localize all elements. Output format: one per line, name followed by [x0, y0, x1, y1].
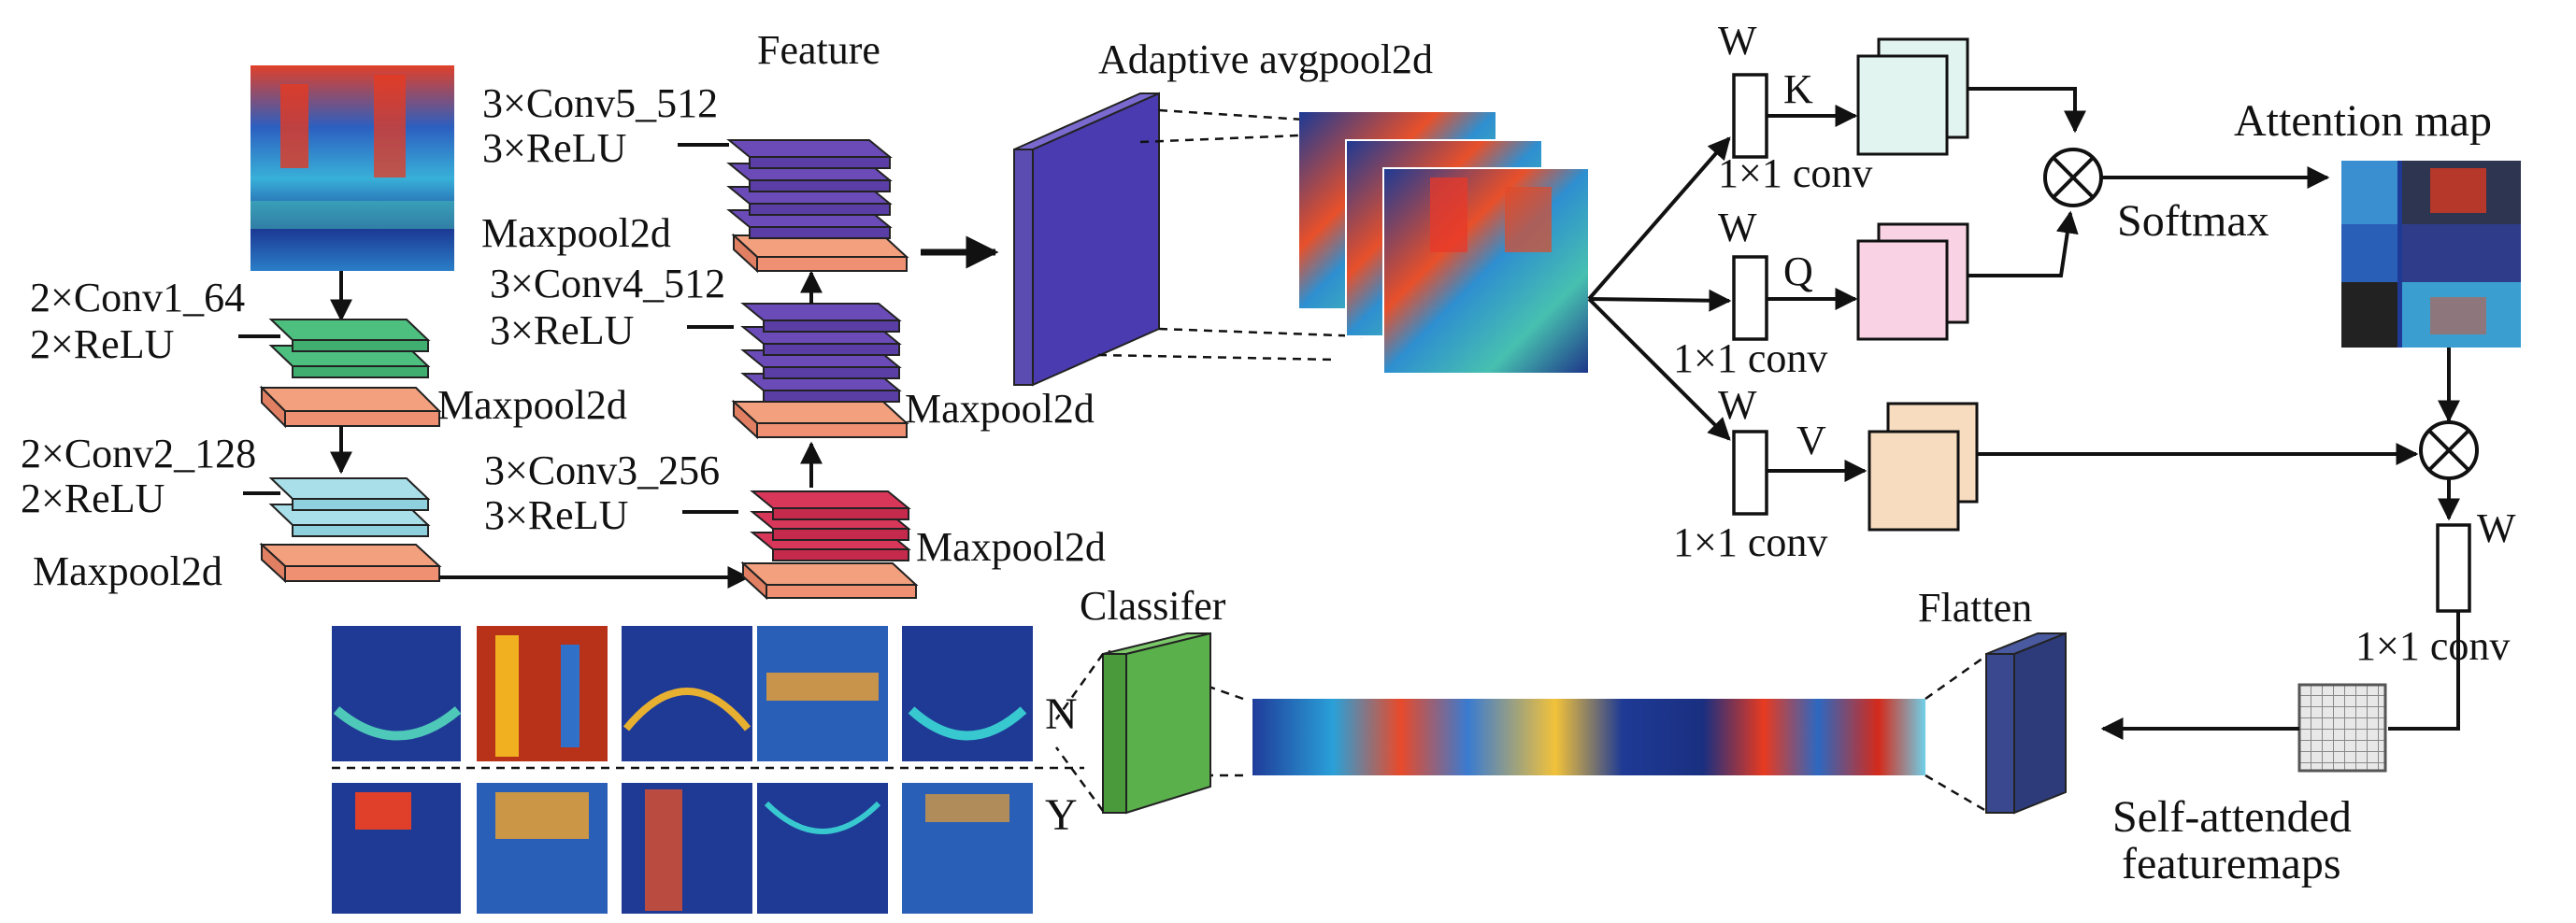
- relu4-label: 3×ReLU: [490, 307, 634, 353]
- feature-label: Feature: [757, 27, 880, 73]
- w-k-box: [1732, 73, 1768, 159]
- softmax-label: Softmax: [2117, 196, 2269, 246]
- conv-q-label: 1×1 conv: [1673, 335, 1827, 381]
- q-feature: [1856, 222, 1969, 341]
- classifier-block: [1102, 632, 1211, 815]
- flattened-feature-strip: [1252, 699, 1925, 775]
- self-attended-label-1: Self-attended: [2112, 792, 2352, 842]
- pooled-feature-maps: [1299, 112, 1590, 375]
- adaptive-avgpool-label: Adaptive avgpool2d: [1098, 36, 1433, 82]
- w-v-label: W: [1718, 382, 1757, 428]
- sample-grid-y: [332, 783, 1033, 914]
- attention-map-image: [2341, 161, 2521, 348]
- stack-conv1: [259, 319, 442, 429]
- w-q-label: W: [1718, 205, 1757, 250]
- maxpool4-label: Maxpool2d: [905, 386, 1095, 432]
- stack-conv3: [740, 490, 919, 601]
- maxpool-top-label: Maxpool2d: [481, 210, 671, 256]
- w-v-box: [1732, 430, 1768, 516]
- v-label: V: [1796, 418, 1826, 463]
- relu3-label: 3×ReLU: [484, 492, 628, 538]
- conv5-label: 3×Conv5_512: [482, 80, 718, 126]
- stack-conv5: [726, 139, 909, 274]
- conv1-label: 2×Conv1_64: [30, 275, 245, 320]
- sample-grid-n: [332, 626, 1033, 761]
- conv-out-label: 1×1 conv: [2355, 623, 2510, 669]
- input-spectrogram: [250, 65, 454, 271]
- v-feature: [1868, 402, 1979, 532]
- relu2-label: 2×ReLU: [21, 476, 165, 521]
- stack-conv4: [731, 303, 909, 440]
- maxpool1-label: Maxpool2d: [437, 382, 627, 428]
- maxpool3-label: Maxpool2d: [916, 524, 1106, 570]
- conv3-label: 3×Conv3_256: [484, 447, 720, 493]
- self-attended-grid: [2297, 683, 2387, 773]
- w-out-label: W: [2477, 505, 2516, 551]
- k-label: K: [1783, 66, 1813, 112]
- conv-k-label: 1×1 conv: [1718, 150, 1872, 196]
- w-k-label: W: [1718, 18, 1757, 64]
- avgpool-block: [1013, 92, 1160, 387]
- conv4-label: 3×Conv4_512: [490, 261, 725, 306]
- conv2-label: 2×Conv2_128: [21, 431, 256, 476]
- relu1-label: 2×ReLU: [30, 321, 174, 367]
- k-feature: [1856, 37, 1969, 156]
- classifier-label: Classifer: [1080, 583, 1226, 629]
- flatten-block: [1985, 632, 2067, 815]
- multiply-icon-top: [2043, 148, 2103, 207]
- stack-conv2: [259, 477, 442, 584]
- self-attended-label-2: featuremaps: [2122, 839, 2341, 888]
- flatten-label: Flatten: [1918, 585, 2032, 631]
- class-n-label: N: [1045, 689, 1078, 739]
- w-out-box: [2436, 523, 2471, 613]
- class-y-label: Y: [1045, 790, 1078, 840]
- relu5-label: 3×ReLU: [482, 125, 626, 171]
- conv-v-label: 1×1 conv: [1673, 519, 1827, 565]
- attention-map-label: Attention map: [2234, 96, 2492, 146]
- multiply-icon-right: [2419, 420, 2479, 480]
- maxpool2-label: Maxpool2d: [33, 548, 222, 594]
- w-q-box: [1732, 255, 1768, 341]
- q-label: Q: [1783, 248, 1813, 294]
